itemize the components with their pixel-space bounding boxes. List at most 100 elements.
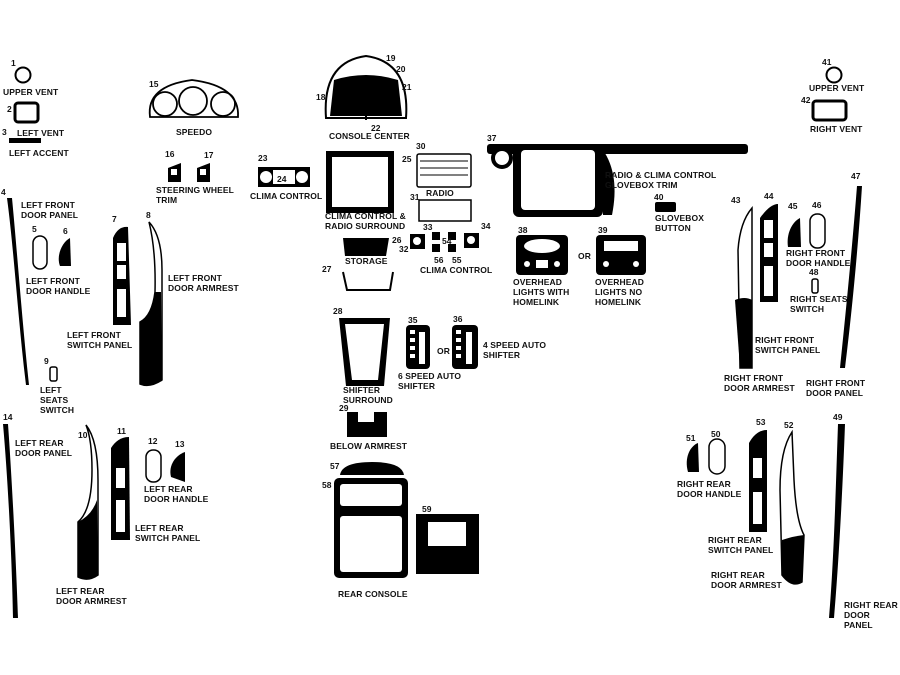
part-15-speedo-shape bbox=[148, 79, 239, 118]
part-28-shifter-surround-shape bbox=[339, 318, 390, 386]
label-four-speed-shifter: 4 SPEED AUTO SHIFTER bbox=[483, 340, 547, 360]
label-left-rear-door-armrest: LEFT REAR DOOR ARMREST bbox=[56, 586, 127, 606]
part-26-storage-shape bbox=[343, 238, 389, 256]
part-59-shape bbox=[416, 514, 479, 574]
part-number: 5 bbox=[32, 224, 37, 234]
part-number: 32 bbox=[399, 244, 409, 254]
part-number: 16 bbox=[165, 149, 175, 159]
part-33-56-shape bbox=[432, 232, 440, 252]
part-number: 55 bbox=[452, 255, 462, 265]
part-number: 28 bbox=[333, 306, 343, 316]
label-left-rear-door-panel: LEFT REAR DOOR PANEL bbox=[15, 438, 73, 458]
part-number: 50 bbox=[711, 429, 721, 439]
part-number: 22 bbox=[371, 123, 381, 133]
label-overhead-no-homelink: OVERHEAD LIGHTS NO HOMELINK bbox=[595, 277, 644, 307]
part-number: 34 bbox=[481, 221, 491, 231]
part-40-glovebox-button-shape bbox=[655, 202, 676, 212]
part-50-shape bbox=[708, 438, 726, 475]
part-number: 56 bbox=[434, 255, 444, 265]
part-number: 15 bbox=[149, 79, 159, 89]
part-47-right-front-door-panel-shape bbox=[840, 186, 862, 368]
part-27-shape bbox=[342, 271, 394, 291]
part-number: 20 bbox=[396, 64, 406, 74]
part-3-left-accent-shape bbox=[9, 138, 41, 143]
label-left-front-switch-panel: LEFT FRONT SWITCH PANEL bbox=[67, 330, 133, 350]
part-11-left-rear-switch-panel-shape bbox=[111, 437, 130, 540]
part-number: 58 bbox=[322, 480, 332, 490]
part-1-upper-vent-shape bbox=[14, 66, 32, 84]
label-glovebox-button: GLOVEBOX BUTTON bbox=[655, 213, 704, 233]
label-right-front-switch-panel: RIGHT FRONT SWITCH PANEL bbox=[755, 335, 821, 355]
part-number: 42 bbox=[801, 95, 811, 105]
label-right-rear-door-armrest: RIGHT REAR DOOR ARMREST bbox=[711, 570, 782, 590]
part-45-shape bbox=[787, 218, 801, 247]
label-radio: RADIO bbox=[426, 188, 454, 198]
part-10-left-rear-door-armrest-shape bbox=[77, 424, 99, 580]
part-number: 14 bbox=[3, 412, 13, 422]
part-49-right-rear-door-panel-shape bbox=[829, 424, 845, 618]
part-36-four-speed-shifter-shape bbox=[452, 325, 478, 369]
part-34-shape bbox=[464, 233, 479, 248]
part-12-left-rear-door-handle-shape bbox=[145, 449, 162, 483]
label-overhead-homelink: OVERHEAD LIGHTS WITH HOMELINK bbox=[513, 277, 570, 307]
part-41-upper-vent-shape bbox=[825, 66, 843, 84]
part-8-left-front-door-armrest-shape bbox=[139, 221, 163, 387]
part-number: 1 bbox=[11, 58, 16, 68]
part-number: 24 bbox=[277, 174, 287, 184]
label-left-vent: LEFT VENT bbox=[17, 128, 65, 138]
label-left-front-door-handle: LEFT FRONT DOOR HANDLE bbox=[26, 276, 91, 296]
label-clima-control-32: CLIMA CONTROL bbox=[420, 265, 493, 275]
label-glovebox-trim: RADIO & CLIMA CONTROL GLOVEBOX TRIM bbox=[605, 170, 717, 190]
label-right-rear-door-panel: RIGHT REAR DOOR PANEL bbox=[844, 600, 898, 630]
part-number: 26 bbox=[392, 235, 402, 245]
part-2-left-vent-shape bbox=[13, 101, 40, 124]
part-number: 12 bbox=[148, 436, 158, 446]
part-57-58-rear-console-shape bbox=[334, 462, 408, 578]
part-30-radio-shape bbox=[416, 153, 472, 188]
part-number: 23 bbox=[258, 153, 268, 163]
part-39-overhead-no-homelink-shape bbox=[596, 235, 646, 275]
part-number: 44 bbox=[764, 191, 774, 201]
label-right-rear-door-handle: RIGHT REAR DOOR HANDLE bbox=[677, 479, 742, 499]
part-25-clima-radio-surround-shape bbox=[326, 151, 394, 213]
label-left-front-door-panel: LEFT FRONT DOOR PANEL bbox=[21, 200, 79, 220]
label-right-vent: RIGHT VENT bbox=[810, 124, 863, 134]
part-number: 36 bbox=[453, 314, 463, 324]
part-16-steering-wheel-trim-shape bbox=[168, 163, 181, 182]
label-upper-vent-left: UPPER VENT bbox=[3, 87, 59, 97]
part-53-right-rear-switch-panel-shape bbox=[749, 430, 767, 532]
label-right-front-door-armrest: RIGHT FRONT DOOR ARMREST bbox=[724, 373, 795, 393]
label-right-seats-switch: RIGHT SEATS SWITCH bbox=[790, 294, 848, 314]
part-43-right-front-door-armrest-shape bbox=[735, 205, 753, 369]
part-14-left-rear-door-panel-shape bbox=[3, 424, 18, 618]
part-number: 29 bbox=[339, 403, 349, 413]
label-left-rear-switch-panel: LEFT REAR SWITCH PANEL bbox=[135, 523, 201, 543]
part-number: 3 bbox=[2, 127, 7, 137]
part-number: 11 bbox=[117, 426, 126, 436]
part-18-22-console-center-shape bbox=[324, 54, 408, 120]
part-number: 53 bbox=[756, 417, 766, 427]
label-clima-control-23: CLIMA CONTROL bbox=[250, 191, 323, 201]
part-number: 9 bbox=[44, 356, 49, 366]
part-9-left-seats-switch-shape bbox=[49, 366, 58, 382]
label-clima-radio-surround: CLIMA CONTROL & RADIO SURROUND bbox=[325, 211, 406, 231]
part-number: 45 bbox=[788, 201, 798, 211]
part-number: 7 bbox=[112, 214, 117, 224]
part-5-left-front-door-handle-shape bbox=[32, 235, 48, 270]
label-right-front-door-handle: RIGHT FRONT DOOR HANDLE bbox=[786, 248, 851, 268]
label-rear-console: REAR CONSOLE bbox=[338, 589, 408, 599]
part-37-glovebox-trim-shape bbox=[487, 144, 748, 217]
part-number: 43 bbox=[731, 195, 741, 205]
part-number: 59 bbox=[422, 504, 432, 514]
part-number: 21 bbox=[402, 82, 412, 92]
label-left-seats-switch: LEFT SEATS SWITCH bbox=[40, 385, 75, 415]
label-left-rear-door-handle: LEFT REAR DOOR HANDLE bbox=[144, 484, 209, 504]
part-number: 52 bbox=[784, 420, 794, 430]
part-number: 39 bbox=[598, 225, 608, 235]
part-51-right-rear-door-handle-shape bbox=[686, 443, 699, 472]
part-35-six-speed-shifter-shape bbox=[406, 325, 430, 369]
part-number: 2 bbox=[7, 104, 12, 114]
part-13-shape bbox=[170, 452, 185, 482]
part-number: 8 bbox=[146, 210, 151, 220]
